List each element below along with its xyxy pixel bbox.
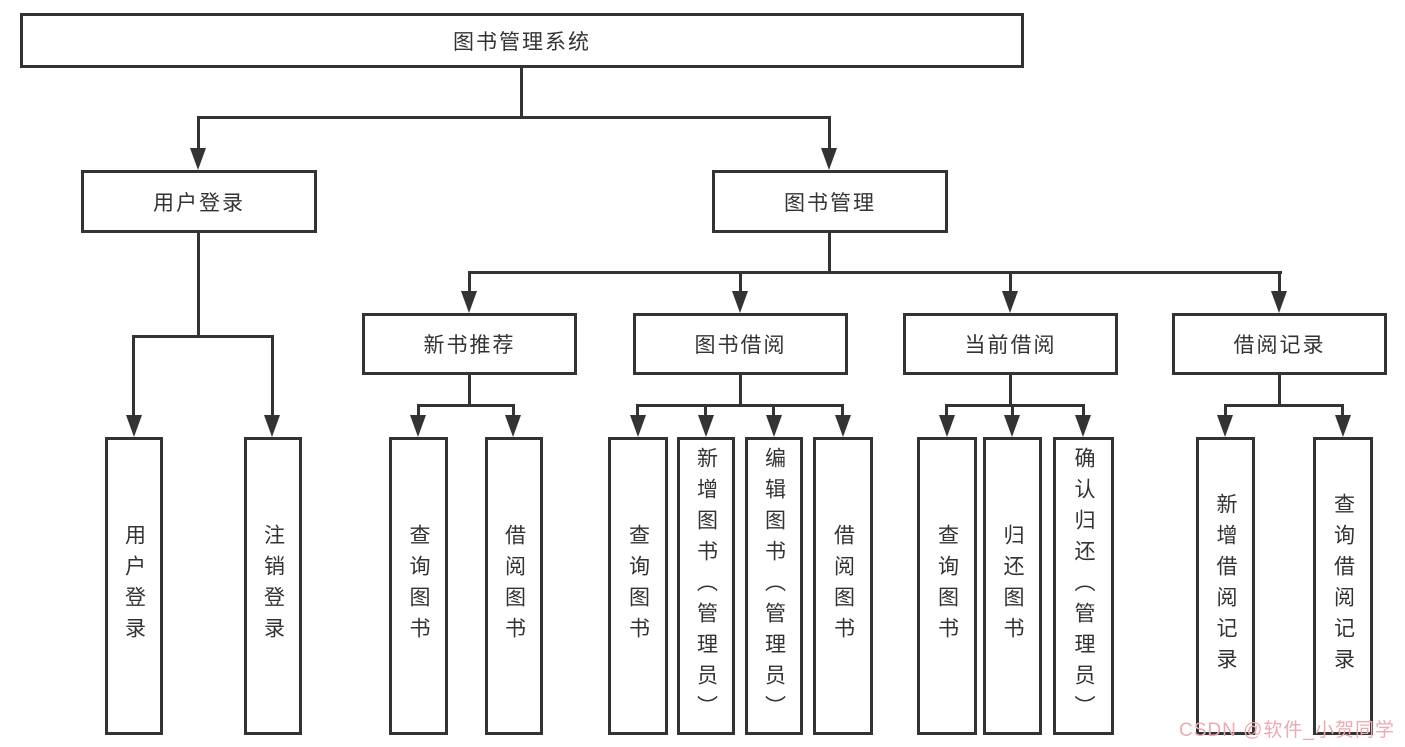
leaf-add-borrow-record-label: 新增借阅记录 — [1214, 493, 1237, 679]
connector-module-shaft — [1278, 273, 1281, 293]
arrow-down-icon — [766, 415, 782, 437]
connector-new-book-stem — [468, 375, 471, 406]
leaf-query-book-borrow: 查询图书 — [608, 437, 668, 735]
leaf-add-book-admin-label: 新增图书（管理员） — [694, 446, 718, 726]
connector-leaf-shaft — [1341, 404, 1344, 417]
leaf-confirm-return-admin-label: 确认归还（管理员） — [1072, 446, 1095, 726]
arrow-down-icon — [630, 415, 646, 437]
arrow-down-icon — [1271, 291, 1287, 313]
arrow-down-icon — [1002, 291, 1018, 313]
leaf-query-borrow-record: 查询借阅记录 — [1313, 437, 1373, 735]
connector-user-login-bar — [132, 335, 274, 338]
leaf-edit-book-admin: 编辑图书（管理员） — [745, 437, 803, 735]
connector-leaf-shaft — [636, 404, 639, 417]
connector-leaf-shaft — [704, 404, 707, 417]
node-book-management: 图书管理 — [712, 170, 948, 233]
connector-leaf-shaft — [1011, 404, 1014, 417]
arrow-down-icon — [190, 148, 206, 170]
node-borrow-record: 借阅记录 — [1172, 313, 1387, 375]
node-root: 图书管理系统 — [20, 13, 1024, 68]
connector-module-shaft — [739, 273, 742, 293]
node-book-borrow: 图书借阅 — [633, 313, 848, 375]
connector-leaf-shaft — [772, 404, 775, 417]
node-user-login-label: 用户登录 — [153, 191, 245, 215]
leaf-logout: 注销登录 — [244, 437, 302, 735]
leaf-logout-label: 注销登录 — [261, 524, 285, 648]
arrow-down-icon — [732, 291, 748, 313]
leaf-user-login: 用户登录 — [105, 437, 163, 735]
arrow-down-icon — [505, 415, 521, 437]
arrow-down-icon — [939, 415, 955, 437]
leaf-edit-book-admin-label: 编辑图书（管理员） — [762, 446, 786, 726]
csdn-watermark: CSDN @软件_小贺同学 — [1179, 720, 1395, 741]
connector-borrow-record-bar — [1224, 404, 1344, 407]
connector-leaf-shaft — [1082, 404, 1085, 417]
node-current-borrow-label: 当前借阅 — [964, 334, 1057, 357]
arrow-down-icon — [1335, 415, 1351, 437]
leaf-query-book-recommend-label: 查询图书 — [407, 524, 430, 648]
connector-module-shaft — [468, 273, 471, 293]
arrow-down-icon — [410, 415, 426, 437]
connector-leaf-shaft — [945, 404, 948, 417]
connector-leaf-shaft — [1224, 404, 1227, 417]
connector-user-login-shaft — [197, 116, 200, 152]
leaf-confirm-return-admin: 确认归还（管理员） — [1053, 437, 1114, 735]
node-current-borrow: 当前借阅 — [903, 313, 1118, 375]
connector-module-shaft — [1009, 273, 1012, 293]
leaf-query-book-current: 查询图书 — [917, 437, 977, 735]
connector-current-borrow-stem — [1009, 375, 1012, 406]
arrow-down-icon — [698, 415, 714, 437]
leaf-query-book-current-label: 查询图书 — [935, 524, 959, 648]
connector-book-borrow-stem — [739, 375, 742, 406]
leaf-query-book-recommend: 查询图书 — [389, 437, 448, 735]
arrow-down-icon — [1217, 415, 1233, 437]
leaf-borrow-book-recommend: 借阅图书 — [485, 437, 543, 735]
connector-current-borrow-bar — [945, 404, 1085, 407]
arrow-down-icon — [461, 291, 477, 313]
arrow-down-icon — [821, 148, 837, 170]
connector-leaf-shaft — [132, 335, 135, 417]
node-user-login: 用户登录 — [81, 170, 317, 233]
connector-book-mgmt-bar — [468, 271, 1282, 274]
connector-leaf-shaft — [512, 404, 515, 417]
connector-leaf-shaft — [271, 335, 274, 417]
arrow-down-icon — [1004, 415, 1020, 437]
arrow-down-icon — [1075, 415, 1091, 437]
connector-book-borrow-bar — [636, 404, 844, 407]
connector-user-login-stem — [197, 233, 200, 337]
leaf-borrow-book-label: 借阅图书 — [831, 524, 855, 648]
leaf-query-book-borrow-label: 查询图书 — [626, 524, 650, 648]
node-new-book-recommend: 新书推荐 — [362, 313, 577, 375]
leaf-add-borrow-record: 新增借阅记录 — [1196, 437, 1255, 735]
leaf-return-book: 归还图书 — [983, 437, 1042, 735]
node-book-management-label: 图书管理 — [784, 191, 876, 215]
connector-leaf-shaft — [417, 404, 420, 417]
connector-book-mgmt-stem — [828, 233, 831, 273]
node-borrow-record-label: 借阅记录 — [1233, 334, 1326, 357]
leaf-user-login-label: 用户登录 — [122, 524, 146, 648]
connector-root-stem — [520, 68, 523, 118]
connector-book-mgmt-shaft — [828, 116, 831, 152]
arrow-down-icon — [264, 415, 280, 437]
leaf-borrow-book: 借阅图书 — [813, 437, 873, 735]
arrow-down-icon — [126, 415, 142, 437]
arrow-down-icon — [835, 415, 851, 437]
connector-leaf-shaft — [841, 404, 844, 417]
node-new-book-recommend-label: 新书推荐 — [423, 334, 516, 357]
connector-root-bar — [197, 116, 831, 119]
node-book-borrow-label: 图书借阅 — [694, 334, 787, 357]
leaf-add-book-admin: 新增图书（管理员） — [677, 437, 735, 735]
leaf-borrow-book-recommend-label: 借阅图书 — [502, 524, 526, 648]
leaf-return-book-label: 归还图书 — [1001, 524, 1024, 648]
leaf-query-borrow-record-label: 查询借阅记录 — [1331, 493, 1355, 679]
connector-borrow-record-stem — [1278, 375, 1281, 406]
connector-new-book-bar — [417, 404, 515, 407]
node-root-label: 图书管理系统 — [453, 30, 591, 54]
